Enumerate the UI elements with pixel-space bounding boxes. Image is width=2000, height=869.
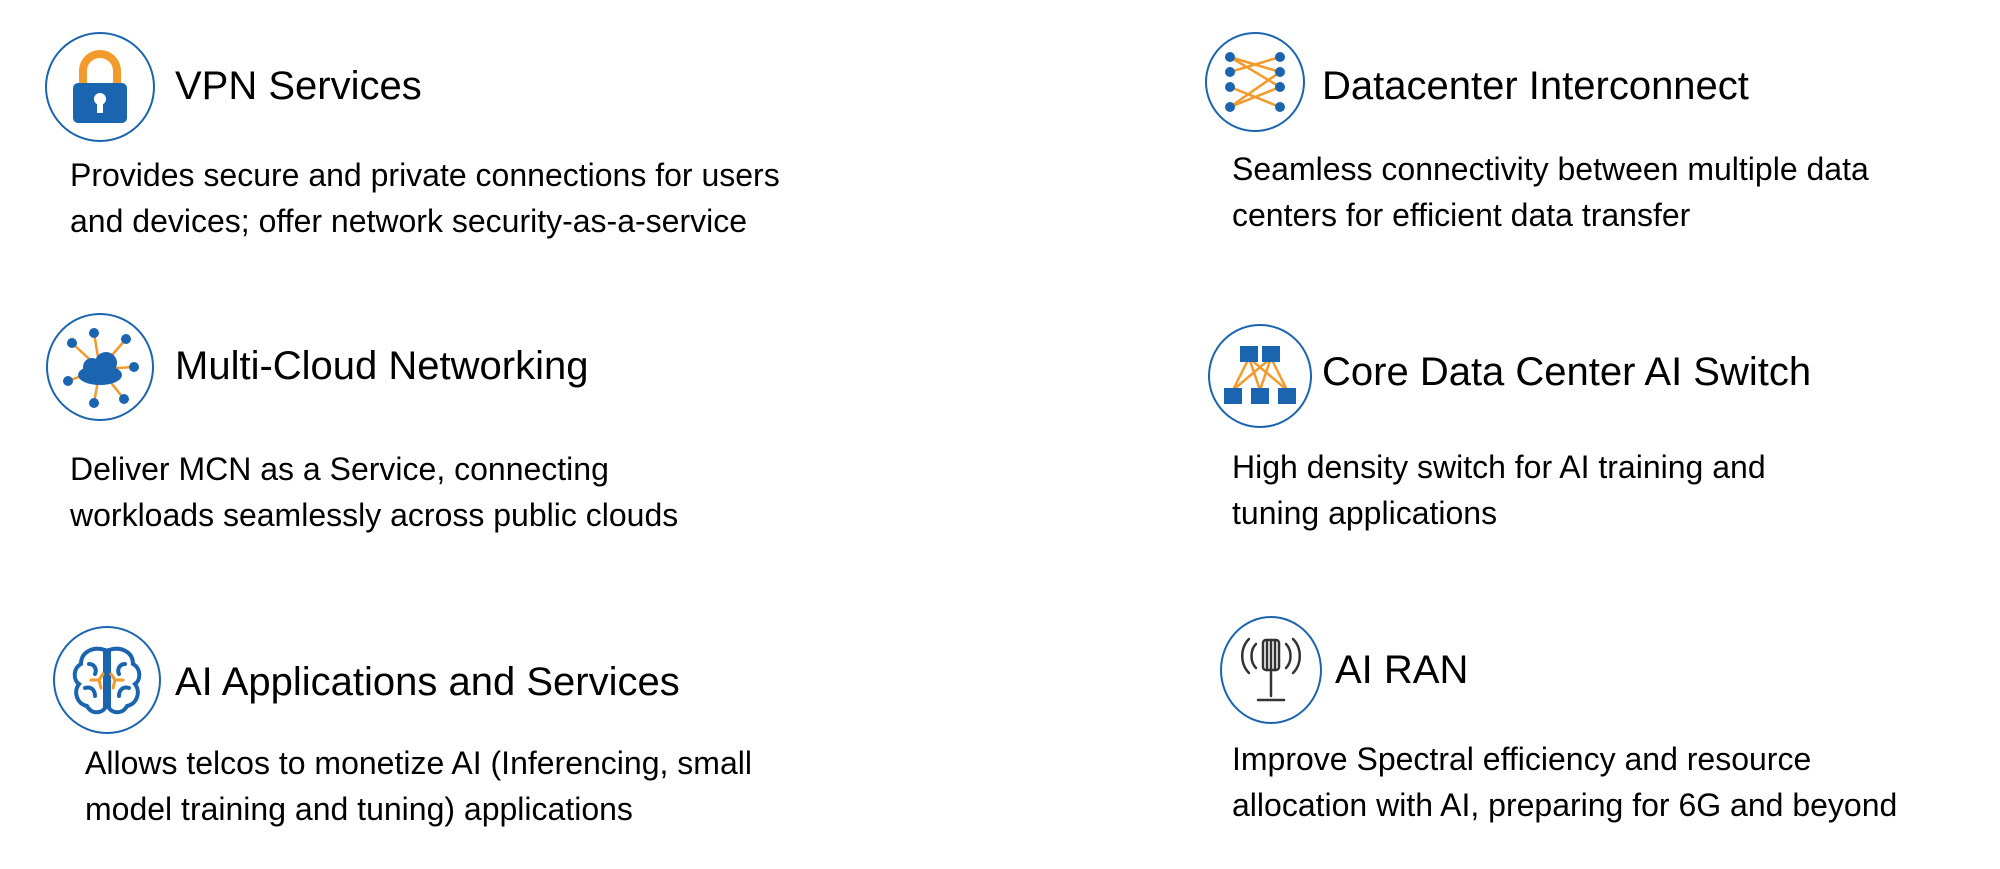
- card-title: Datacenter Interconnect: [1322, 64, 1749, 108]
- antenna-tower-icon: [1220, 616, 1322, 724]
- interconnect-icon: [1205, 32, 1305, 132]
- cloud-network-icon: [46, 313, 154, 421]
- brain-icon: [53, 626, 161, 734]
- card-description: Seamless connectivity between multiple d…: [1232, 151, 1869, 233]
- switch-topology-icon: [1208, 324, 1312, 428]
- card-title: VPN Services: [175, 64, 422, 108]
- card-title: Core Data Center AI Switch: [1322, 350, 1812, 394]
- card-description: Provides secure and private connections …: [70, 157, 780, 239]
- card-description: Allows telcos to monetize AI (Inferencin…: [85, 745, 752, 827]
- lock-icon: [45, 32, 155, 142]
- card-title: AI RAN: [1335, 648, 1469, 692]
- card-description: Improve Spectral efficiency and resource…: [1232, 741, 1898, 823]
- card-description: Deliver MCN as a Service, connecting wor…: [70, 451, 679, 533]
- card-description: High density switch for AI training and …: [1232, 449, 1766, 531]
- card-title: Multi-Cloud Networking: [175, 344, 589, 388]
- card-title: AI Applications and Services: [175, 660, 680, 704]
